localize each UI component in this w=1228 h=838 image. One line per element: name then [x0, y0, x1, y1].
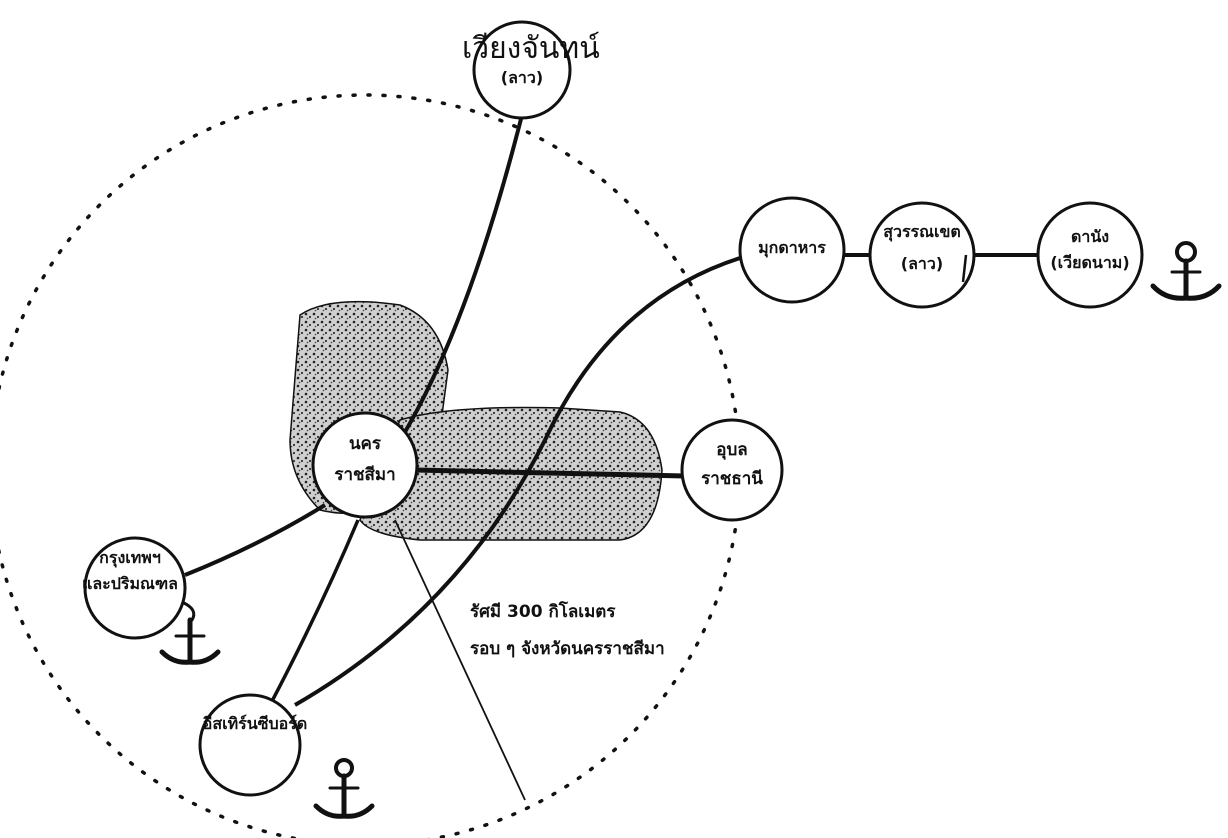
label-bangkok: กรุงเทพฯ และปริมณฑล — [55, 548, 205, 594]
label-mukdahan: มุกดาหาร — [740, 238, 844, 258]
city-mukdahan-circle — [738, 196, 846, 304]
label-danang-name: ดานัง — [1070, 227, 1110, 246]
label-bangkok-line1: กรุงเทพฯ — [99, 548, 161, 567]
city-savannakhet-circle — [868, 201, 976, 309]
label-eastern-seaboard-name: อีสเทิร์นซีบอร์ด — [202, 714, 308, 733]
route-korat-eastern-seaboard — [268, 519, 360, 706]
label-eastern-seaboard: อีสเทิร์นซีบอร์ด — [185, 714, 325, 734]
route-korat-vientiane — [403, 114, 524, 434]
label-korat-line2: ราชสีมา — [334, 465, 396, 486]
route-korat-ubon — [414, 467, 686, 479]
label-korat: นคร ราชสีมา — [313, 434, 417, 487]
label-ubon-line2: ราชธานี — [701, 469, 763, 490]
route-korat-south — [394, 519, 526, 801]
label-vientiane-country: (ลาว) — [500, 67, 544, 87]
anchor-icon — [159, 601, 221, 665]
label-danang: ดานัง (เวียดนาม) — [1038, 227, 1142, 273]
label-korat-line1: นคร — [348, 434, 382, 454]
city-bangkok-circle — [83, 536, 187, 640]
city-korat-circle — [311, 411, 419, 519]
label-savannakhet-name: สุวรรณเขต — [883, 222, 961, 241]
city-danang-circle — [1036, 201, 1144, 309]
route-korat-bangkok — [184, 503, 327, 577]
label-ubon-line1: อุบล — [716, 440, 748, 460]
label-bangkok-line2: และปริมณฑล — [82, 574, 178, 593]
anchor-icon — [1150, 241, 1222, 301]
radius-note-line1: รัศมี 300 กิโลเมตร — [470, 602, 616, 622]
anchor-icon — [313, 758, 375, 819]
city-eastern-seaboard-circle — [198, 693, 302, 797]
label-vientiane-name: เวียงจันทน์ — [462, 31, 600, 66]
label-danang-country: (เวียดนาม) — [1050, 253, 1130, 272]
city-vientiane-circle — [472, 20, 572, 120]
city-ubon-circle — [680, 418, 784, 522]
label-savannakhet: สุวรรณเขต (ลาว) — [870, 222, 974, 274]
radius-note-line2: รอบ ๆ จังหวัดนครราชสีมา — [470, 639, 665, 659]
label-savannakhet-country: (ลาว) — [900, 254, 944, 273]
label-ubon: อุบล ราชธานี — [682, 440, 782, 491]
label-vientiane: เวียงจันทน์ (ลาว) — [462, 30, 600, 88]
savannakhet-marker — [961, 254, 968, 283]
route-eastern-seaboard-mukdahan — [294, 256, 741, 707]
label-mukdahan-name: มุกดาหาร — [758, 238, 826, 257]
